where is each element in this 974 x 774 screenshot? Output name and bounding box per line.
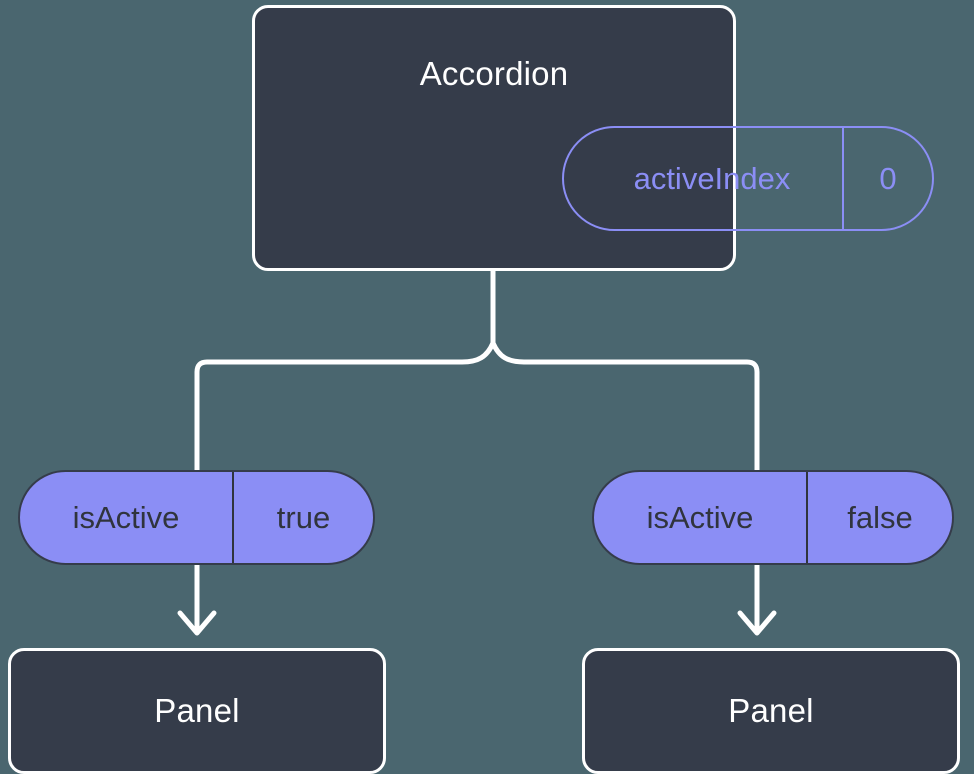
state-pill-value: 0 [842, 128, 932, 229]
prop-pill-key: isActive [646, 499, 754, 535]
panel-title: Panel [154, 692, 240, 729]
branch-line-left [194, 341, 496, 470]
accordion-title: Accordion [419, 55, 569, 92]
prop-pill-is-active-true[interactable]: isActive true [18, 470, 375, 565]
arrow-head-right-icon [737, 610, 777, 636]
prop-pill-value: true [232, 472, 373, 563]
prop-pill-is-active-false[interactable]: isActive false [592, 470, 954, 565]
accordion-component-node[interactable]: Accordion activeIndex 0 [252, 5, 934, 271]
prop-pill-key: isActive [72, 499, 180, 535]
state-pill-active-index[interactable]: activeIndex 0 [562, 126, 934, 231]
prop-pill-value: false [806, 472, 952, 563]
state-pill-key: activeIndex [633, 160, 791, 196]
branch-line-right [490, 341, 760, 470]
arrow-head-left-icon [177, 610, 217, 636]
panel-title: Panel [728, 692, 814, 729]
panel-component-node-left[interactable]: Panel [8, 648, 386, 774]
panel-component-node-right[interactable]: Panel [582, 648, 960, 774]
